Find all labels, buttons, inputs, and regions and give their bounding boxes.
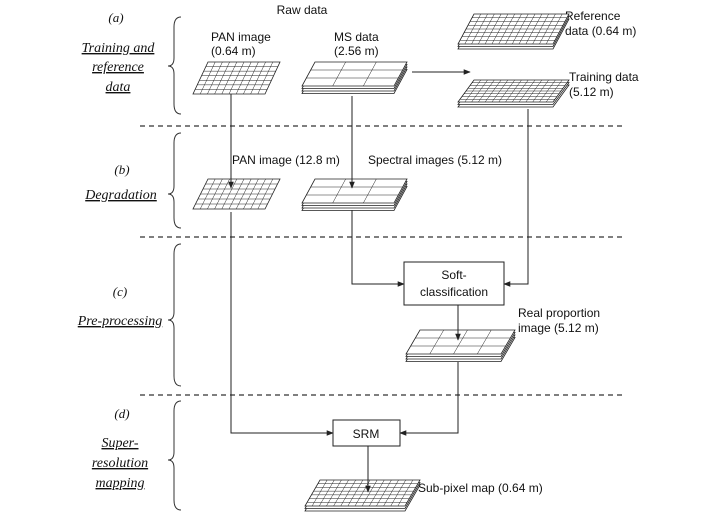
arrow-training-to-softclass bbox=[503, 109, 529, 287]
stage-d-letter: (d) bbox=[114, 406, 129, 421]
spectral-images-grid bbox=[301, 178, 408, 211]
arrow-pan-to-srm bbox=[230, 212, 334, 436]
reference-data-label-line1: Reference bbox=[565, 9, 621, 23]
stage-b-name: Degradation bbox=[84, 188, 157, 203]
stage-c-name: Pre-processing bbox=[77, 314, 163, 329]
pan-image-grid bbox=[192, 61, 281, 95]
srm-label: SRM bbox=[353, 427, 380, 441]
stage-d-name-line3: mapping bbox=[96, 476, 145, 491]
stage-d-name-line2: resolution bbox=[92, 456, 148, 471]
brace-stage-d bbox=[167, 400, 182, 511]
reference-data-label-line2: data (0.64 m) bbox=[565, 24, 636, 38]
stage-c-letter: (c) bbox=[113, 284, 127, 299]
brace-stage-c bbox=[167, 243, 182, 387]
pan-image-label-line1: PAN image bbox=[211, 30, 271, 44]
soft-classification-box bbox=[403, 261, 505, 306]
real-proportion-label-line1: Real proportion bbox=[518, 306, 600, 320]
sub-pixel-map-label: Sub-pixel map (0.64 m) bbox=[418, 481, 543, 495]
reference-data-grid bbox=[457, 13, 570, 50]
soft-classification-label-line1: Soft- bbox=[441, 268, 466, 282]
ms-data-label-line1: MS data bbox=[334, 30, 379, 44]
pan-degraded-label: PAN image (12.8 m) bbox=[232, 153, 340, 167]
sub-pixel-map-grid bbox=[304, 479, 421, 512]
ms-data-label-line2: (2.56 m) bbox=[334, 44, 379, 58]
brace-stage-b bbox=[167, 132, 182, 229]
raw-data-label: Raw data bbox=[277, 3, 328, 17]
srm-box bbox=[332, 419, 401, 447]
real-proportion-grid bbox=[405, 329, 516, 362]
pan-image-label-line2: (0.64 m) bbox=[211, 44, 256, 58]
training-data-grid bbox=[457, 79, 570, 108]
pan-degraded-grid bbox=[192, 178, 281, 210]
brace-stage-a bbox=[167, 16, 182, 115]
ms-data-grid bbox=[301, 61, 408, 94]
stage-a-name-line1: Training and bbox=[82, 41, 156, 56]
spectral-images-label: Spectral images (5.12 m) bbox=[368, 153, 502, 167]
training-data-label-line1: Training data bbox=[569, 70, 639, 84]
soft-classification-label-line2: classification bbox=[420, 285, 488, 299]
training-data-label-line2: (5.12 m) bbox=[569, 85, 614, 99]
stage-b-letter: (b) bbox=[114, 162, 129, 177]
stage-a-name-line3: data bbox=[106, 80, 131, 95]
real-proportion-label-line2: image (5.12 m) bbox=[518, 321, 599, 335]
stage-d-name-line1: Super- bbox=[101, 436, 138, 451]
arrow-spectral-to-softclass bbox=[351, 210, 405, 287]
stage-a-letter: (a) bbox=[108, 10, 123, 25]
stage-a-name-line2: reference bbox=[92, 60, 144, 75]
arrow-proportion-to-srm bbox=[399, 362, 459, 436]
